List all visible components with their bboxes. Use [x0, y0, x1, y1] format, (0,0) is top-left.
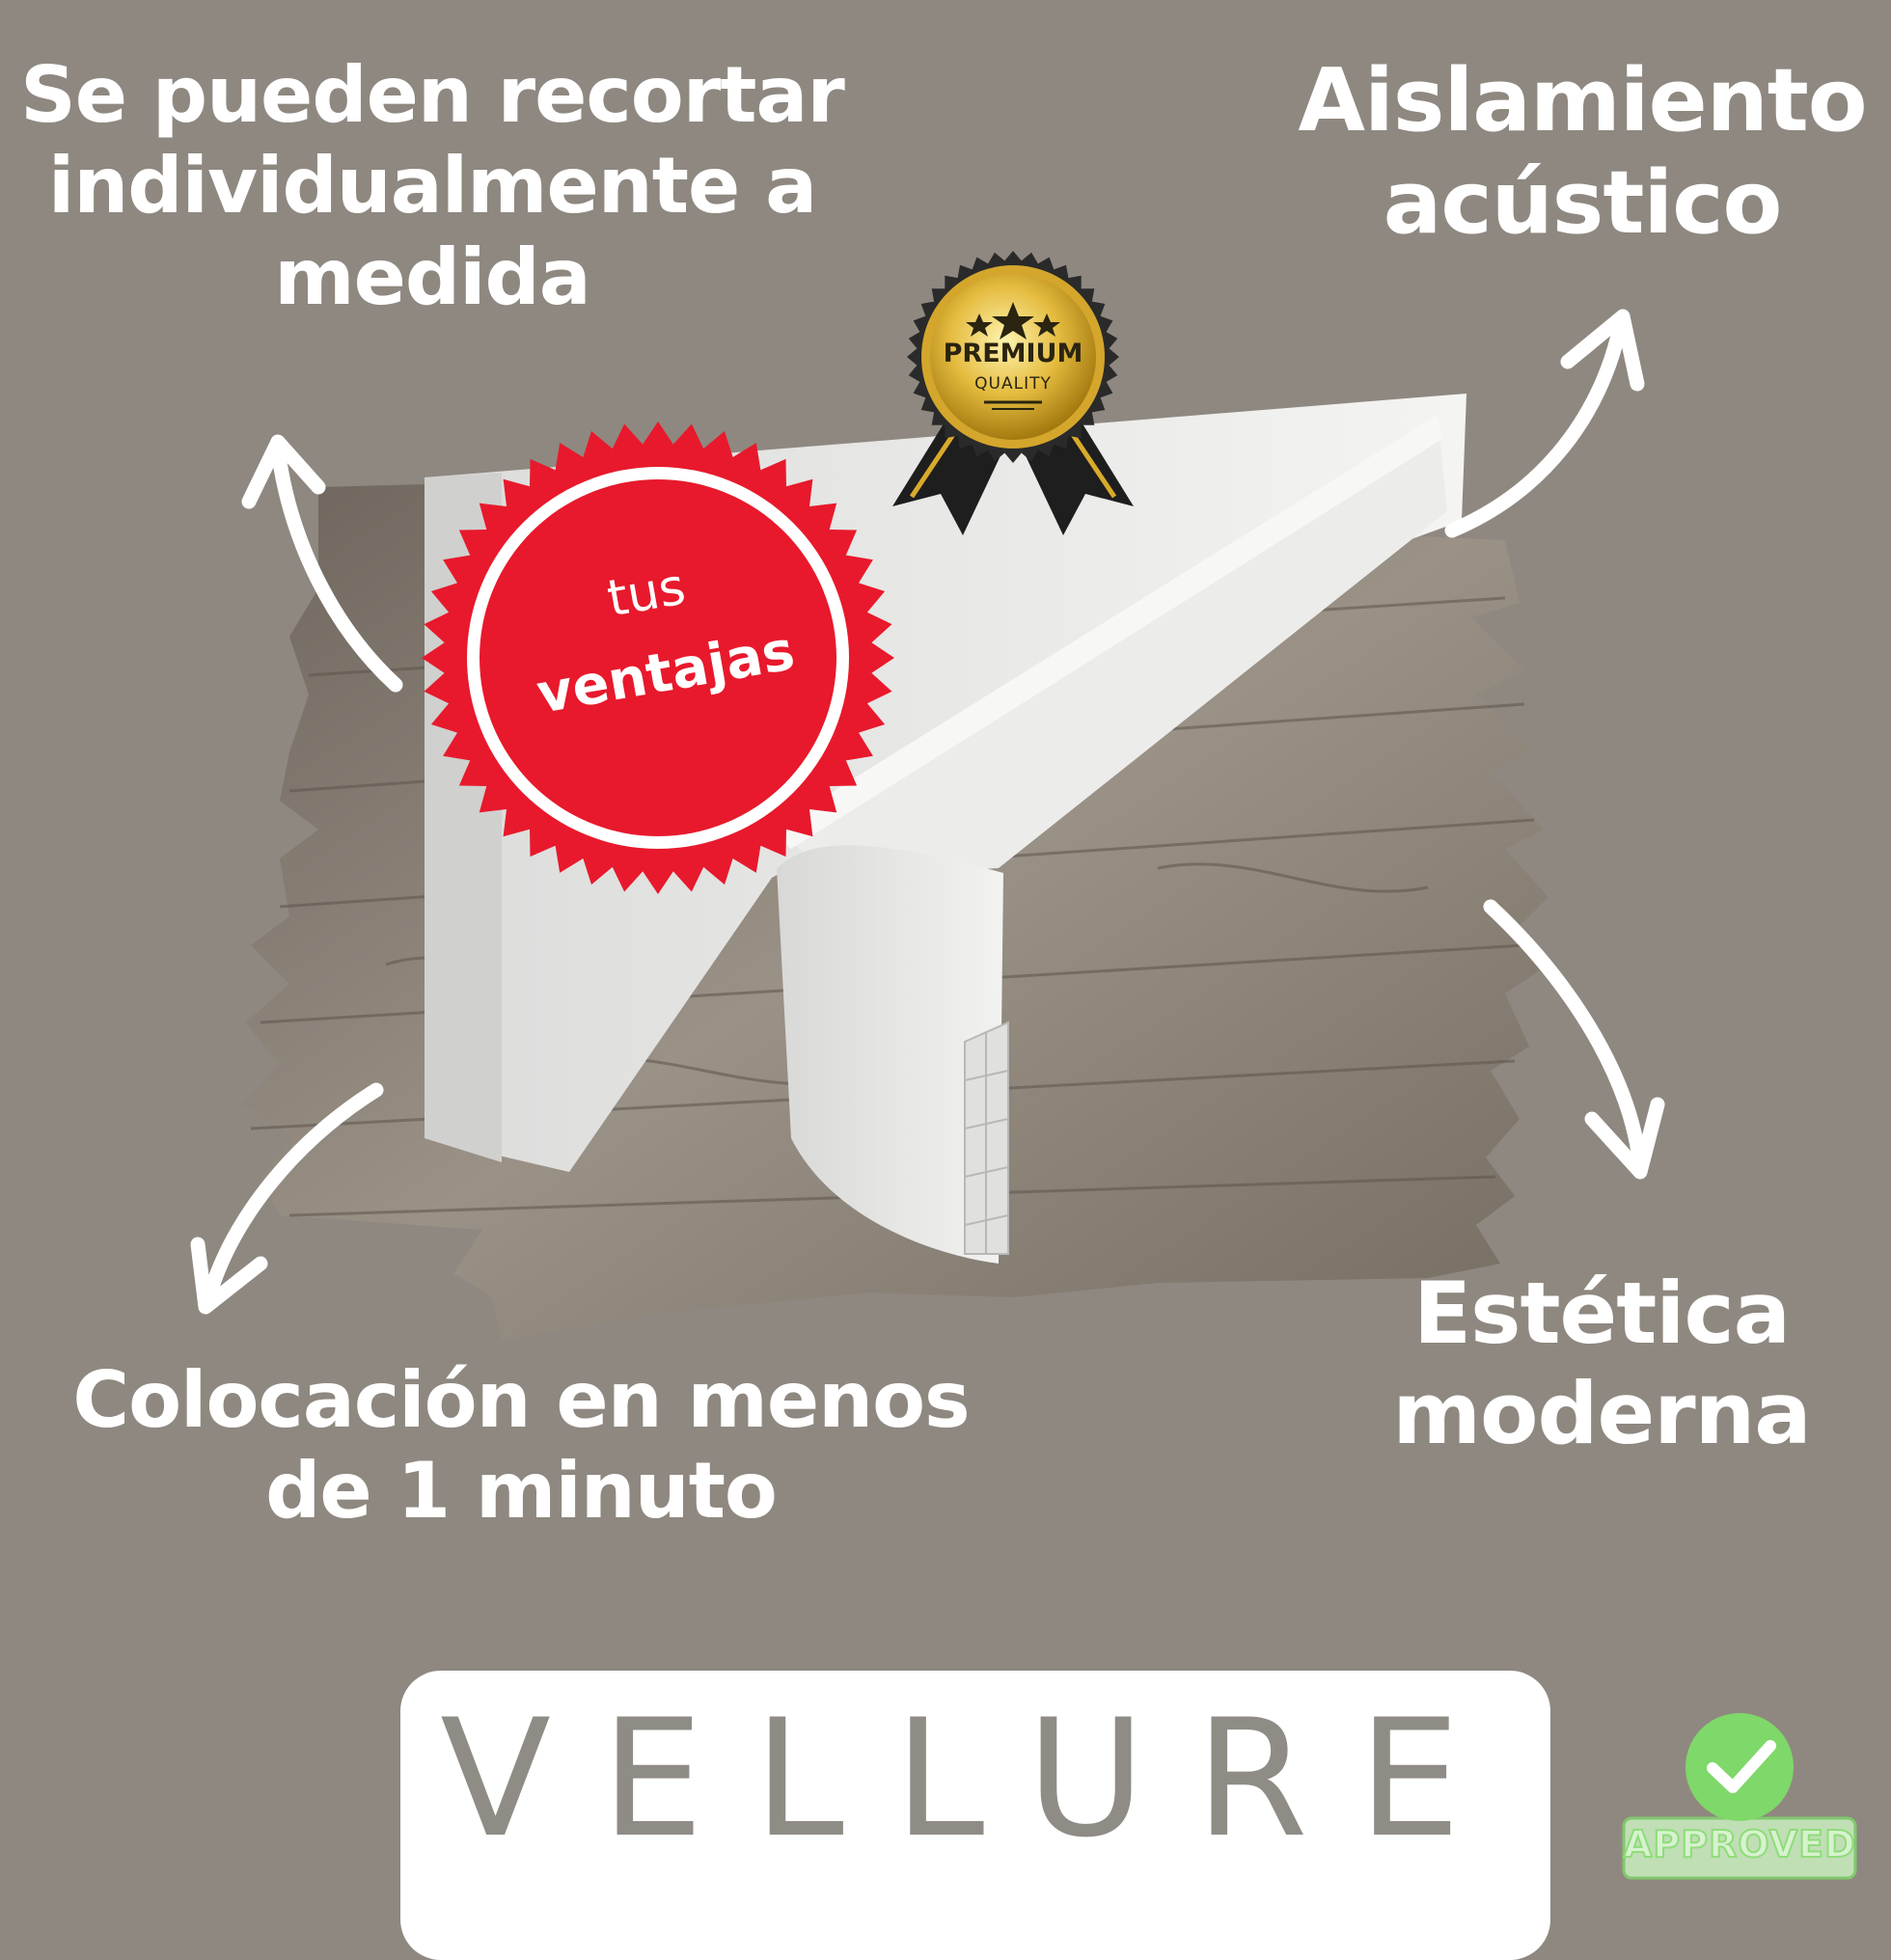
feature-trim-to-size: Se pueden recortar individualmente a med… — [20, 50, 845, 322]
arrow-up-right-icon — [1444, 315, 1629, 538]
arrow-down-right-icon — [1483, 899, 1648, 1175]
arrow-down-left-icon — [200, 1082, 384, 1310]
arrow-head-up-right — [1560, 309, 1645, 392]
product-scene — [190, 251, 1857, 1880]
arrow-up-left-icon — [270, 441, 403, 693]
arrow-head-down-right — [1584, 1097, 1665, 1180]
badge-text-premium: PREMIUM — [943, 339, 1083, 368]
check-icon — [1707, 1740, 1776, 1793]
feature-quick-installation: Colocación en menos de 1 minuto — [72, 1355, 970, 1537]
approved-stamp — [1622, 1713, 1857, 1880]
feature-modern-aesthetics: Estética moderna — [1392, 1264, 1811, 1463]
arrow-head-up-left — [241, 434, 326, 509]
arrow-head-down-left — [190, 1237, 268, 1315]
premium-quality-badge-icon — [892, 251, 1134, 535]
badge-text-quality: QUALITY — [974, 374, 1052, 394]
brand-logo: VELLURE — [440, 1684, 1511, 1873]
door-seal-strip — [772, 415, 1447, 1264]
feature-acoustic-insulation: Aislamiento acústico — [1298, 50, 1867, 255]
ventajas-seal — [422, 422, 894, 894]
badge-stars-icon — [966, 302, 1060, 340]
approved-label: APPROVED — [1623, 1822, 1856, 1866]
